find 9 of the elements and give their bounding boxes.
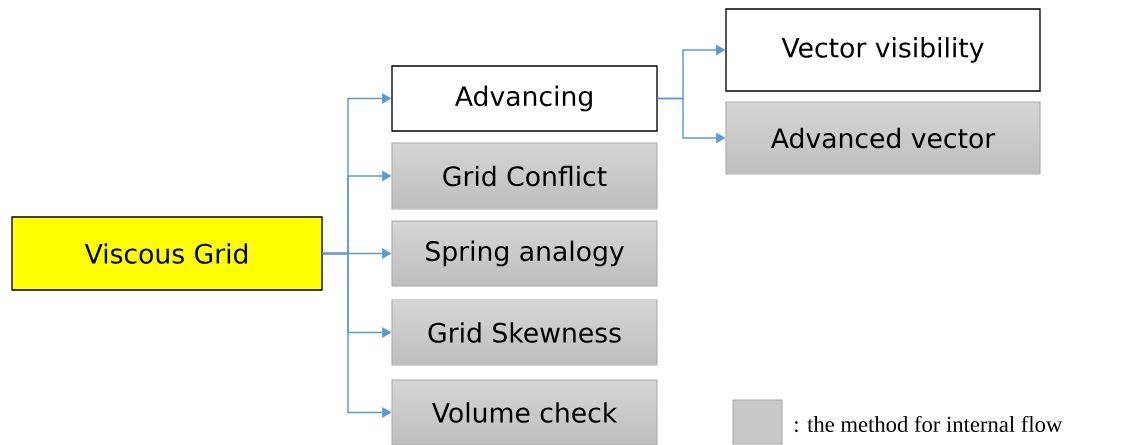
method-box: Grid Conflict xyxy=(391,142,658,210)
method-box: Spring analogy xyxy=(391,220,658,287)
method-box: Vector visibility xyxy=(725,8,1041,92)
method-box: Advancing xyxy=(391,65,658,132)
root-box: Viscous Grid xyxy=(11,216,323,291)
method-box: Grid Skewness xyxy=(391,299,658,366)
legend-text: : the method for internal flow xyxy=(795,415,1063,433)
method-box: Volume check xyxy=(391,379,658,445)
method-box: Advanced vector xyxy=(725,101,1041,175)
